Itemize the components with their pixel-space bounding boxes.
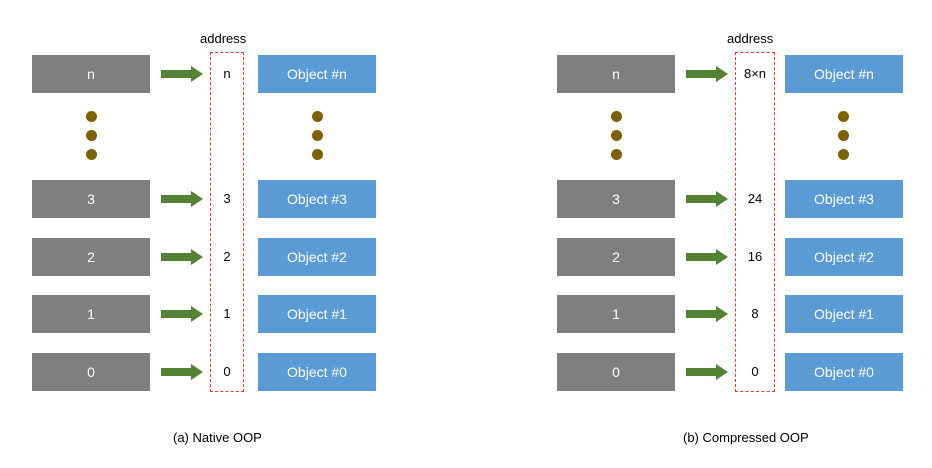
arrow-right-icon: [686, 191, 728, 207]
address-value-3: 24: [747, 191, 763, 206]
arrow-right-icon: [686, 249, 728, 265]
arrow-right-icon: [161, 249, 203, 265]
index-box-0: 0: [32, 353, 150, 391]
arrow-right-icon: [161, 306, 203, 322]
caption-native-oop: (a) Native OOP: [173, 430, 262, 445]
index-box-3: 3: [32, 180, 150, 218]
index-box-1: 1: [32, 295, 150, 333]
ellipsis-dot: [611, 130, 622, 141]
arrow-right-icon: [686, 364, 728, 380]
object-box-1: Object #1: [258, 295, 376, 333]
caption-compressed-oop: (b) Compressed OOP: [683, 430, 809, 445]
ellipsis-dot: [838, 130, 849, 141]
object-box-n: Object #n: [258, 55, 376, 93]
object-box-n: Object #n: [785, 55, 903, 93]
address-frame: [210, 52, 244, 392]
address-frame: [735, 52, 775, 392]
ellipsis-dot: [838, 149, 849, 160]
index-box-n: n: [557, 55, 675, 93]
arrow-right-icon: [161, 191, 203, 207]
address-value-0: 0: [751, 364, 759, 379]
ellipsis-dot: [611, 149, 622, 160]
panel-native-oop: address n n Object #n 3 3 Object #3 2 2 …: [32, 31, 376, 445]
address-value-3: 3: [223, 191, 231, 206]
ellipsis-dot: [838, 111, 849, 122]
panel-compressed-oop: address n 8×n Object #n 3 24 Object #3 2…: [527, 0, 932, 468]
ellipsis-dot: [312, 149, 323, 160]
object-box-2: Object #2: [258, 238, 376, 276]
address-value-1: 8: [751, 306, 759, 321]
arrow-right-icon: [161, 364, 203, 380]
index-box-3: 3: [557, 180, 675, 218]
object-box-3: Object #3: [258, 180, 376, 218]
ellipsis-dot: [611, 111, 622, 122]
ellipsis-dot: [86, 149, 97, 160]
address-label: address: [200, 31, 247, 46]
ellipsis-dot: [86, 111, 97, 122]
object-box-2: Object #2: [785, 238, 903, 276]
address-label: address: [727, 31, 774, 46]
address-value-2: 2: [223, 249, 231, 264]
address-value-0: 0: [223, 364, 231, 379]
object-box-0: Object #0: [785, 353, 903, 391]
index-box-0: 0: [557, 353, 675, 391]
index-box-2: 2: [32, 238, 150, 276]
address-value-1: 1: [223, 306, 231, 321]
arrow-right-icon: [686, 66, 728, 82]
arrow-right-icon: [161, 66, 203, 82]
arrow-right-icon: [686, 306, 728, 322]
address-value-2: 16: [747, 249, 763, 264]
index-box-2: 2: [557, 238, 675, 276]
address-value-n: 8×n: [743, 66, 767, 81]
ellipsis-dot: [312, 130, 323, 141]
address-value-n: n: [223, 66, 231, 81]
ellipsis-dot: [312, 111, 323, 122]
ellipsis-dot: [86, 130, 97, 141]
object-box-1: Object #1: [785, 295, 903, 333]
index-box-n: n: [32, 55, 150, 93]
object-box-3: Object #3: [785, 180, 903, 218]
index-box-1: 1: [557, 295, 675, 333]
object-box-0: Object #0: [258, 353, 376, 391]
